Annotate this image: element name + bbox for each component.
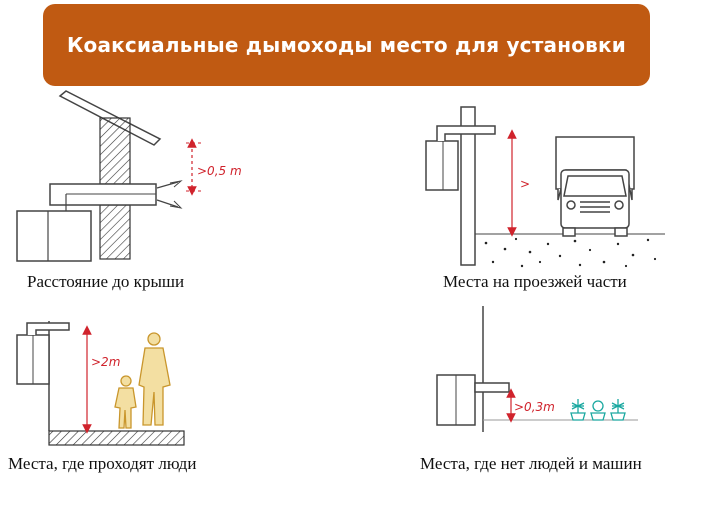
road-boiler bbox=[425, 140, 459, 191]
empty-caption: Места, где нет людей и машин bbox=[420, 454, 642, 473]
wall-lower bbox=[99, 204, 131, 260]
empty-measure-label: >0,3m bbox=[514, 400, 555, 414]
flower-2 bbox=[590, 400, 606, 421]
flower-pots bbox=[570, 399, 626, 421]
roof-panel bbox=[16, 90, 202, 262]
empty-flue bbox=[474, 382, 510, 393]
boiler bbox=[16, 210, 92, 262]
child-figure bbox=[114, 375, 137, 429]
road-caption: Места на проезжей части bbox=[443, 272, 627, 291]
truck bbox=[555, 136, 635, 237]
flower-3 bbox=[610, 399, 626, 421]
road-panel bbox=[425, 106, 665, 268]
roof-caption: Расстояние до крыши bbox=[27, 272, 185, 291]
wall-upper bbox=[99, 117, 131, 185]
road-wall bbox=[460, 106, 476, 266]
people-ground bbox=[48, 430, 185, 446]
empty-panel bbox=[436, 306, 638, 432]
people-panel bbox=[16, 321, 185, 446]
people-caption: Места, где проходят люди bbox=[8, 454, 197, 473]
road-measure-label: > bbox=[520, 177, 531, 191]
roof-measure-label: >0,5 m bbox=[197, 164, 242, 178]
page-title: Коаксиальные дымоходы место для установк… bbox=[66, 33, 627, 57]
title-banner: Коаксиальные дымоходы место для установк… bbox=[43, 4, 650, 86]
adult-figure bbox=[138, 332, 171, 426]
people-measure-label: >2m bbox=[91, 355, 121, 369]
road-gravel bbox=[484, 237, 657, 268]
flower-1 bbox=[570, 399, 586, 421]
